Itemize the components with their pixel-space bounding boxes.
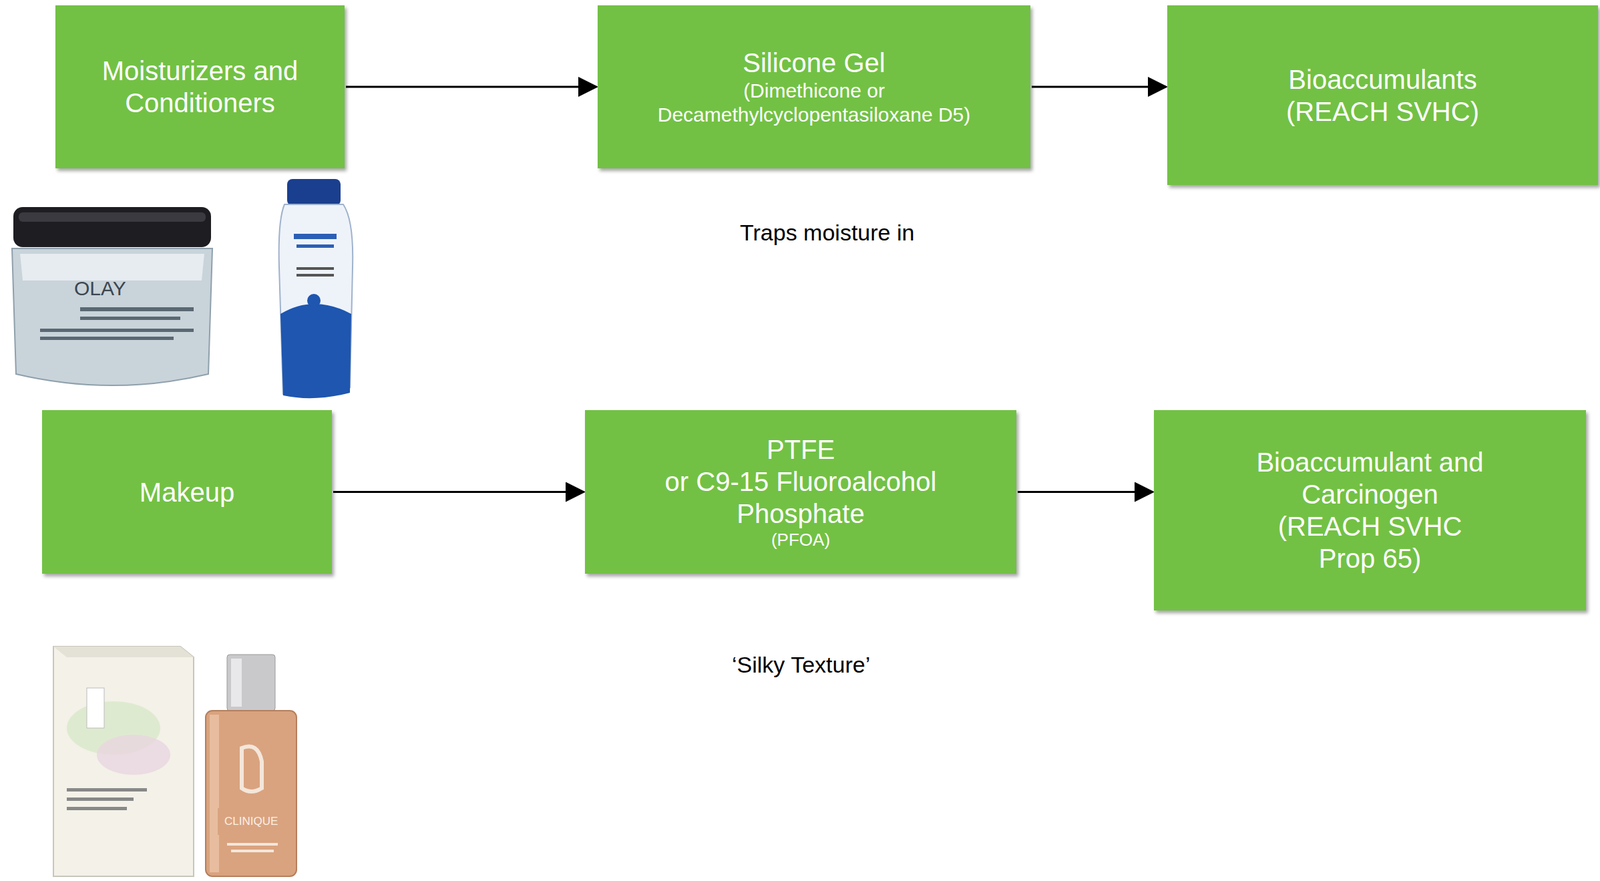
arrow-connector xyxy=(345,86,597,89)
bottle-label-patch xyxy=(217,808,288,835)
arrow-connector xyxy=(1017,490,1153,493)
box-print xyxy=(66,797,134,801)
box-title: Silicone Gel xyxy=(742,46,885,79)
product-box: Makeup xyxy=(42,410,332,574)
arrow-connector xyxy=(1031,86,1166,89)
bottle-print xyxy=(296,244,334,248)
arrow-connector xyxy=(333,490,584,493)
box-print xyxy=(66,806,127,811)
bottle-cap xyxy=(227,654,276,711)
box-logo xyxy=(86,687,105,728)
ingredient-box: Silicone Gel(Dimethicone or Decamethylcy… xyxy=(597,5,1031,169)
foundation-box xyxy=(53,646,194,877)
brand-label: OLAY xyxy=(74,276,127,301)
jar-print xyxy=(80,316,181,320)
conditioner-bottle xyxy=(279,178,354,398)
bottle-print xyxy=(296,273,334,277)
foundation-bottle xyxy=(205,654,297,877)
jar-print xyxy=(80,307,194,312)
bottle-cap xyxy=(287,178,341,206)
box-text: or C9-15 Fluoroalcohol Phosphate xyxy=(613,465,988,530)
jar-print xyxy=(40,328,194,332)
jar-print xyxy=(40,336,174,340)
bottle-print xyxy=(231,849,274,853)
bottle-body xyxy=(205,710,297,877)
jar-body xyxy=(12,248,213,386)
bottle-print xyxy=(227,842,278,846)
box-body xyxy=(53,646,194,877)
bottle-logo xyxy=(241,746,262,792)
jar-lid xyxy=(13,207,212,248)
box-title: Moisturizers and Conditioners xyxy=(73,54,328,119)
box-text: (Dimethicone or Decamethylcyclopentasilo… xyxy=(613,78,1015,127)
box-title: Bioaccumulants (REACH SVHC) xyxy=(1249,63,1517,128)
box-title: PTFE xyxy=(766,433,835,466)
box-top xyxy=(53,646,194,658)
bottle-print xyxy=(293,233,337,240)
note-label: Traps moisture in xyxy=(739,219,915,247)
jar-lid-shine xyxy=(18,212,206,222)
cap-shine xyxy=(231,658,242,707)
ingredient-box: PTFEor C9-15 Fluoroalcohol Phosphate(PFO… xyxy=(584,410,1017,574)
product-box: Moisturizers and Conditioners xyxy=(55,5,345,169)
bottle-wave xyxy=(280,303,352,398)
brand-label: CLINIQUE xyxy=(224,814,278,829)
box-text: (PFOA) xyxy=(771,529,831,551)
box-pattern xyxy=(96,734,171,775)
cream-jar xyxy=(12,207,213,386)
hazard-box: Bioaccumulants (REACH SVHC) xyxy=(1167,5,1598,185)
bottle-shine xyxy=(209,714,220,873)
hazard-box: Bioaccumulant and Carcinogen (REACH SVHC… xyxy=(1153,410,1586,611)
bottle-print xyxy=(296,267,334,270)
bottle-logo xyxy=(307,293,321,308)
box-print xyxy=(66,787,147,792)
jar-shine xyxy=(20,253,205,281)
box-title: Makeup xyxy=(139,476,235,509)
box-title: Bioaccumulant and Carcinogen (REACH SVHC… xyxy=(1250,446,1491,575)
note-label: ‘Silky Texture’ xyxy=(731,651,871,679)
